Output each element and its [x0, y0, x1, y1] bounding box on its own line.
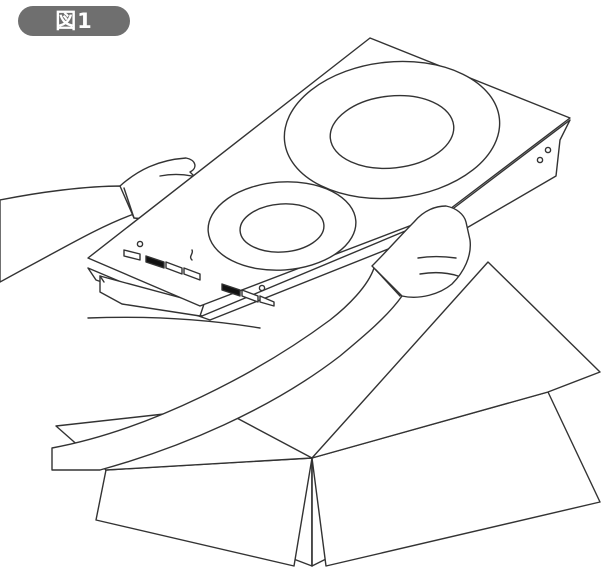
box-flap-front-left — [96, 458, 312, 566]
bracket-hole — [545, 147, 550, 152]
cooktop — [88, 38, 570, 320]
power-icon — [137, 241, 142, 246]
bracket-hole — [537, 157, 542, 162]
control-panel-right — [222, 284, 274, 306]
cardboard-box — [56, 262, 600, 566]
right-arm — [52, 206, 470, 470]
table-edge — [88, 317, 260, 328]
cooktop-side-right — [446, 120, 570, 240]
flame-icon — [191, 250, 193, 260]
figure-label: 図1 — [55, 9, 93, 33]
large-burner-inner — [327, 90, 458, 175]
power-icon — [259, 285, 264, 290]
figure-label-badge: 図1 — [18, 6, 130, 36]
right-glove — [372, 206, 470, 297]
small-burner-inner — [238, 201, 325, 255]
small-burner-outer — [205, 177, 359, 275]
large-burner-outer — [277, 51, 506, 209]
box-flap-back-right — [312, 262, 600, 458]
control-panel-left — [124, 241, 200, 280]
